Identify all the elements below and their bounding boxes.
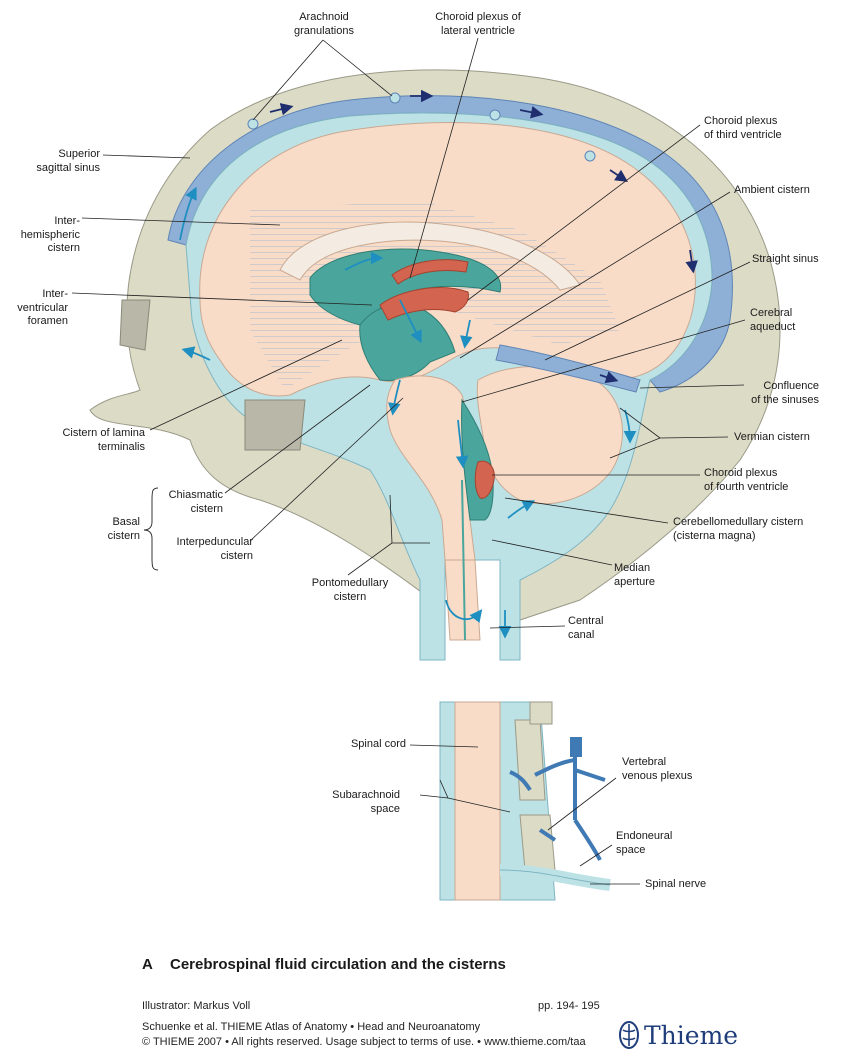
frontal-sinus — [119, 299, 151, 351]
label-choroid-plexus-fourth: Choroid plexus of fourth ventricle — [704, 467, 789, 493]
label-superior-sagittal-sinus: Superior sagittal sinus — [36, 148, 100, 174]
central-canal-line — [461, 479, 466, 641]
choroid-plexus-fourth-shape — [474, 460, 495, 499]
figure-caption: A Cerebrospinal fluid circulation and the… — [142, 956, 506, 973]
label-cerebral-aqueduct: Cerebral aqueduct — [750, 307, 796, 333]
label-ambient-cistern: Ambient cistern — [734, 184, 810, 196]
spinal-cord-upper — [444, 559, 481, 641]
sinus-flow-arrows — [269, 89, 698, 384]
footer-pages: pp. 194- 195 — [538, 1000, 600, 1012]
leader-lines — [71, 37, 751, 885]
thieme-logo: Thieme — [618, 1018, 738, 1052]
sphenoid-sinus — [244, 399, 306, 451]
label-choroid-plexus-third: Choroid plexus of third ventricle — [704, 115, 782, 141]
label-endoneural-space: Endoneural space — [616, 830, 673, 856]
label-pontomedullary-cistern: Pontomedullary cistern — [311, 577, 389, 603]
corpus-callosum — [279, 221, 581, 291]
label-basal-cistern: Basal cistern — [107, 516, 140, 542]
thieme-emblem-icon — [619, 1021, 639, 1049]
label-central-canal: Central canal — [568, 615, 604, 641]
choroid-plexus-lateral-shape — [391, 259, 469, 285]
footer-source: Schuenke et al. THIEME Atlas of Anatomy … — [142, 1021, 481, 1033]
label-interhemispheric-cistern: Inter- hemispheric cistern — [20, 215, 80, 254]
vertebral-venous-plexus-shape — [509, 740, 606, 861]
thieme-brand-text: Thieme — [644, 1020, 739, 1050]
brainstem — [386, 375, 476, 561]
figure-title: Cerebrospinal fluid circulation and the … — [170, 956, 506, 973]
label-subarachnoid-space: Subarachnoid space — [332, 789, 400, 815]
label-median-aperture: Median aperture — [614, 562, 655, 588]
label-spinal-cord: Spinal cord — [350, 738, 406, 750]
figure-letter: A — [142, 956, 153, 973]
label-confluence-of-sinuses: Confluence of the sinuses — [751, 380, 819, 406]
spinal-detail — [439, 701, 611, 901]
label-chiasmatic-cistern: Chiasmatic cistern — [168, 489, 223, 515]
label-interventricular-foramen: Inter- ventricular foramen — [17, 288, 68, 327]
label-interpeduncular-cistern: Interpeduncular cistern — [176, 536, 253, 562]
label-arachnoid-granulations: Arachnoid granulations — [294, 11, 354, 37]
cerebellum — [476, 366, 623, 505]
label-choroid-plexus-lateral: Choroid plexus of lateral ventricle — [435, 11, 521, 37]
label-straight-sinus: Straight sinus — [752, 253, 819, 265]
straight-sinus-shape — [495, 344, 641, 393]
label-cerebellomedullary-cistern: Cerebellomedullary cistern (cisterna mag… — [673, 516, 804, 542]
choroid-plexus-third-shape — [379, 287, 469, 321]
label-vermian-cistern: Vermian cistern — [734, 431, 810, 443]
label-cistern-lamina-terminalis: Cistern of lamina terminalis — [62, 427, 145, 453]
footer-illustrator: Illustrator: Markus Voll — [142, 1000, 251, 1012]
footer-copyright: © THIEME 2007 • All rights reserved. Usa… — [142, 1036, 586, 1048]
label-vertebral-venous-plexus: Vertebral venous plexus — [622, 756, 693, 782]
arachnoid-granulation-markers — [247, 92, 596, 162]
basal-cistern-brace — [143, 487, 159, 571]
label-spinal-nerve: Spinal nerve — [645, 878, 707, 890]
